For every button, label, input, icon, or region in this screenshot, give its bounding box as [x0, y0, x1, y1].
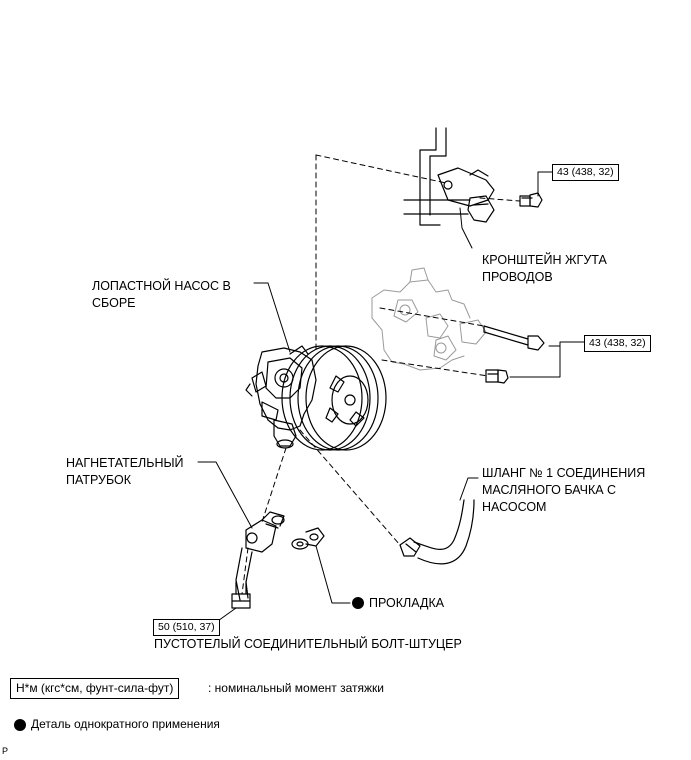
pulley-drawing — [281, 345, 387, 451]
pressure-port-label-line1: НАГНЕТАТЕЛЬНЫЙ — [66, 456, 184, 470]
pressure-port-label-line2: ПАТРУБОК — [66, 473, 132, 487]
pressure-port-label: НАГНЕТАТЕЛЬНЫЙ ПАТРУБОК — [66, 455, 184, 489]
legend-nonreusable-text: Деталь однократного применения — [31, 717, 220, 731]
torque-union-bolt: 50 (510, 37) — [153, 619, 220, 636]
reservoir-hose-drawing — [399, 499, 475, 565]
vane-pump-label-line1: ЛОПАСТНОЙ НАСОС В — [92, 279, 231, 293]
harness-bracket-label-line1: КРОНШТЕЙН ЖГУТА — [482, 253, 607, 267]
gasket-label: ПРОКЛАДКА — [369, 596, 445, 610]
vane-pump-label: ЛОПАСТНОЙ НАСОС В СБОРЕ — [92, 278, 231, 312]
corner-mark: P — [2, 746, 9, 756]
reservoir-hose-label-line2: МАСЛЯНОГО БАЧКА С — [482, 483, 617, 497]
harness-bracket-label: КРОНШТЕЙН ЖГУТА ПРОВОДОВ — [482, 252, 607, 286]
union-bolt-drawing — [231, 581, 251, 609]
legend-nonreusable-dot — [14, 719, 26, 731]
torque-pump-bolts: 43 (438, 32) — [584, 335, 651, 352]
pump-bolt-long-drawing — [483, 325, 545, 351]
pump-body-drawing — [245, 345, 317, 449]
reservoir-hose-label-line3: НАСОСОМ — [482, 500, 547, 514]
dashed-lines — [241, 154, 521, 595]
leader-lines — [197, 171, 585, 624]
gasket-nonreusable-dot — [352, 597, 364, 609]
pump-bolt-short-drawing — [485, 369, 509, 384]
reservoir-hose-label-line1: ШЛАНГ № 1 СОЕДИНЕНИЯ — [482, 466, 646, 480]
legend-unit-desc: : номинальный момент затяжки — [208, 681, 384, 695]
harness-bracket-label-line2: ПРОВОДОВ — [482, 270, 553, 284]
legend-unit-box: Н*м (кгс*см, фунт-сила-фут) — [10, 678, 180, 699]
harness-bracket-drawing — [403, 127, 495, 226]
union-bolt-label: ПУСТОТЕЛЫЙ СОЕДИНИТЕЛЬНЫЙ БОЛТ-ШТУЦЕР — [154, 637, 462, 651]
bracket-bolt-drawing — [519, 192, 543, 208]
torque-bracket-bolt: 43 (438, 32) — [552, 164, 619, 181]
gasket-drawing — [291, 527, 325, 550]
engine-block-drawing — [371, 267, 487, 371]
reservoir-hose-label: ШЛАНГ № 1 СОЕДИНЕНИЯ МАСЛЯНОГО БАЧКА С Н… — [482, 465, 645, 516]
vane-pump-label-line2: СБОРЕ — [92, 296, 136, 310]
